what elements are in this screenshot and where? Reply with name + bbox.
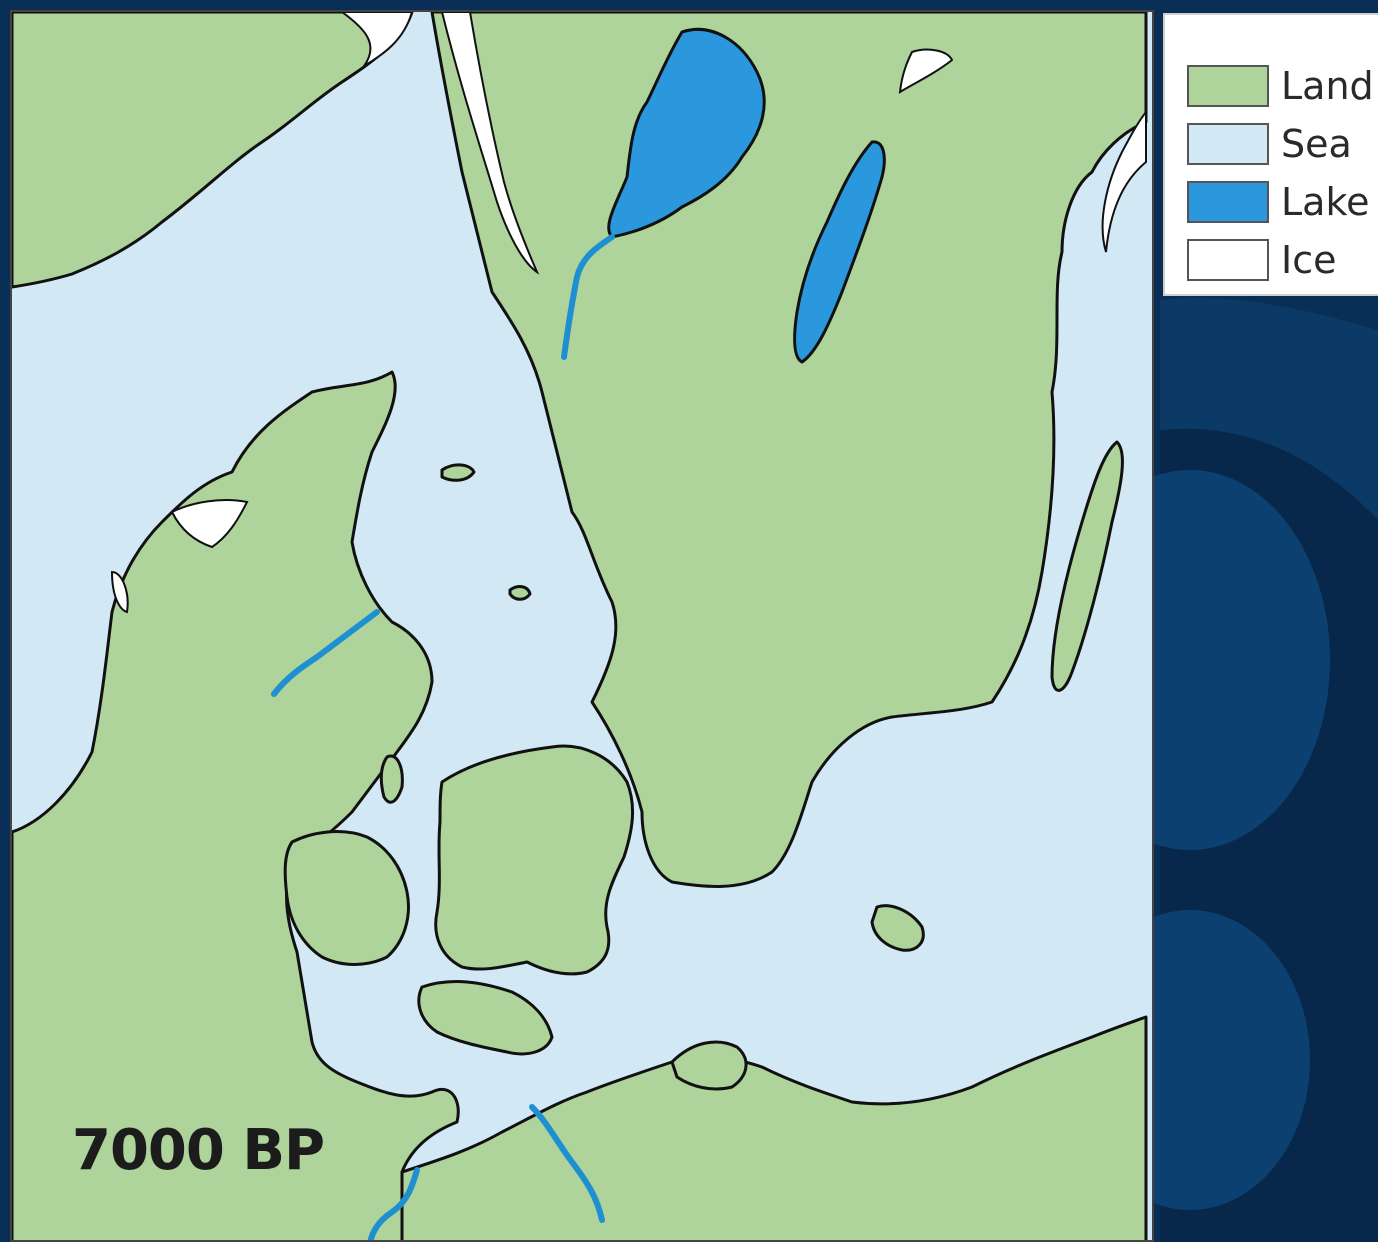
land-samso: [379, 754, 404, 804]
land-oland: [1050, 440, 1124, 692]
land-zealand: [434, 744, 634, 976]
legend-item-ice: Ice: [1187, 235, 1336, 285]
land-laeso: [508, 585, 532, 601]
ice-norway-coast: [340, 12, 414, 67]
legend-item-sea: Sea: [1187, 119, 1352, 169]
river-gudena: [271, 609, 380, 697]
legend-item-lake: Lake: [1187, 177, 1370, 227]
legend-label-sea: Sea: [1281, 122, 1352, 166]
land-rugen: [670, 1040, 748, 1091]
legend-swatch-sea: [1187, 123, 1269, 165]
legend-swatch-lake: [1187, 181, 1269, 223]
legend-label-lake: Lake: [1281, 180, 1370, 224]
period-label: 7000 BP: [72, 1118, 325, 1183]
legend-label-land: Land: [1281, 64, 1374, 108]
ice-sweden-west-coast: [440, 12, 540, 275]
river-gota: [561, 234, 615, 360]
land-anholt: [440, 463, 476, 482]
lake-vanern: [607, 27, 766, 239]
legend-item-land: Land: [1187, 61, 1374, 111]
legend-swatch-land: [1187, 65, 1269, 107]
map-frame[interactable]: [10, 10, 1154, 1242]
map-canvas[interactable]: [12, 12, 1154, 1242]
lake-vattern: [793, 140, 886, 364]
legend-label-ice: Ice: [1281, 238, 1337, 282]
land-lolland-falster: [417, 980, 554, 1056]
land-norway: [12, 12, 414, 289]
land-funen: [283, 830, 410, 966]
ice-sweden-east-coast: [1101, 109, 1147, 253]
ice-sweden-north: [898, 48, 954, 94]
ice-limfjord: [170, 499, 249, 549]
legend: Land Sea Lake Ice: [1163, 13, 1378, 296]
legend-swatch-ice: [1187, 239, 1269, 281]
river-warnow: [529, 1104, 605, 1223]
land-bornholm: [870, 904, 925, 952]
ice-west-jutland: [110, 570, 129, 614]
river-trave: [367, 1167, 420, 1240]
